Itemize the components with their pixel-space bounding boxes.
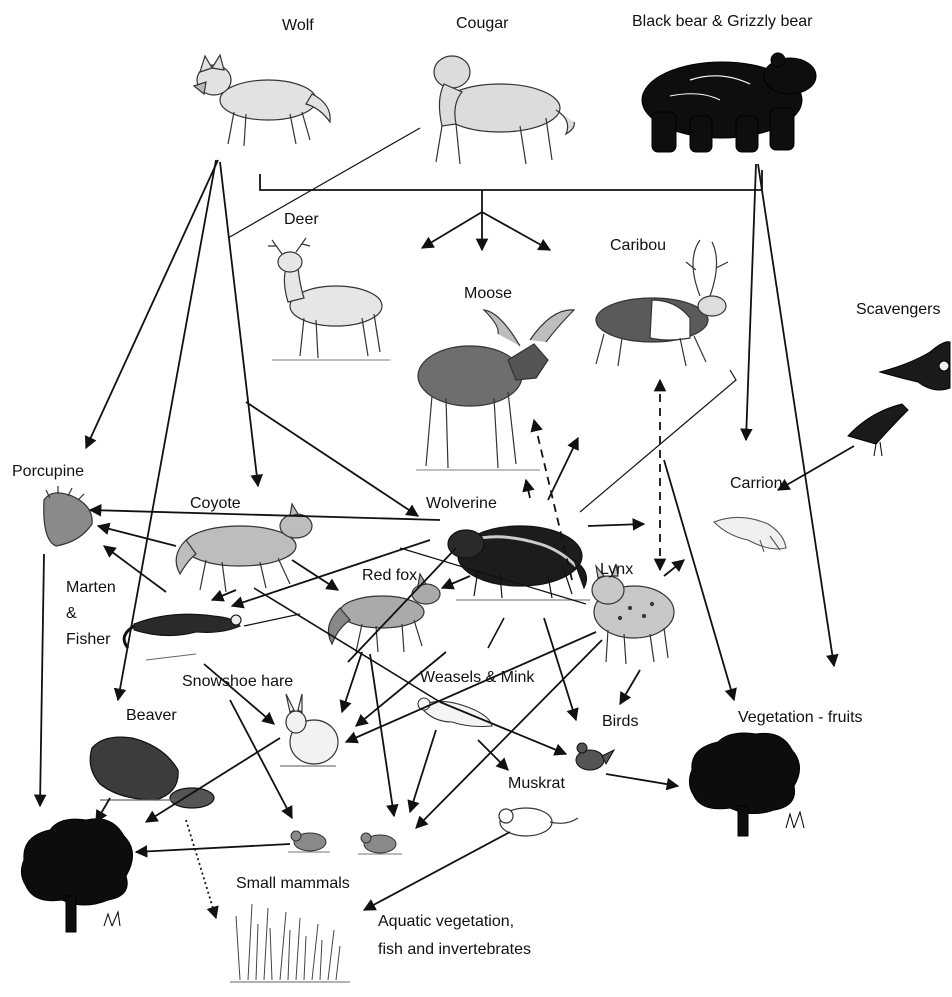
black-bear-illustration bbox=[642, 53, 816, 152]
label-wolf: Wolf bbox=[282, 16, 314, 35]
cougar-illustration bbox=[434, 56, 574, 164]
label-caribou: Caribou bbox=[610, 236, 666, 255]
label-vegetation-fruits: Vegetation - fruits bbox=[738, 708, 863, 727]
label-small-mammals: Small mammals bbox=[236, 874, 350, 893]
label-fisher: Fisher bbox=[66, 630, 110, 649]
label-lynx: Lynx bbox=[600, 560, 633, 579]
label-marten: Marten bbox=[66, 578, 116, 597]
label-aquatic-line1: Aquatic vegetation, bbox=[378, 912, 514, 931]
deer-illustration bbox=[268, 238, 390, 360]
small-mammal-illustration-1 bbox=[288, 831, 330, 852]
label-birds: Birds bbox=[602, 712, 638, 731]
muskrat-illustration bbox=[499, 808, 578, 836]
eagle-illustration bbox=[880, 342, 950, 390]
coyote-illustration bbox=[176, 504, 312, 592]
label-scavengers: Scavengers bbox=[856, 300, 941, 319]
label-moose: Moose bbox=[464, 284, 512, 303]
label-snowshoe-hare: Snowshoe hare bbox=[182, 672, 293, 691]
vegetation-tree-left bbox=[21, 819, 132, 932]
snowshoe-hare-illustration bbox=[280, 694, 338, 766]
red-fox-illustration bbox=[328, 574, 440, 652]
lynx-illustration bbox=[592, 564, 674, 664]
grouse-illustration bbox=[576, 743, 614, 770]
label-red-fox: Red fox bbox=[362, 566, 417, 585]
label-deer: Deer bbox=[284, 210, 319, 229]
raven-illustration bbox=[848, 404, 908, 456]
label-bears: Black bear & Grizzly bear bbox=[632, 12, 813, 31]
label-cougar: Cougar bbox=[456, 14, 508, 33]
carrion-illustration bbox=[714, 517, 786, 552]
marten-illustration bbox=[124, 614, 241, 660]
label-marten-and: & bbox=[66, 604, 77, 623]
beaver-illustration bbox=[90, 737, 214, 808]
label-weasels-mink: Weasels & Mink bbox=[420, 668, 534, 687]
label-wolverine: Wolverine bbox=[426, 494, 497, 513]
label-carrion: Carrion bbox=[730, 474, 782, 493]
wolf-illustration bbox=[194, 55, 330, 146]
weasel-illustration bbox=[418, 698, 492, 727]
label-beaver: Beaver bbox=[126, 706, 177, 725]
label-coyote: Coyote bbox=[190, 494, 241, 513]
small-mammal-illustration-2 bbox=[358, 833, 402, 854]
aquatic-vegetation-illustration bbox=[230, 904, 350, 982]
caribou-illustration bbox=[596, 240, 728, 366]
porcupine-illustration bbox=[44, 486, 92, 546]
label-muskrat: Muskrat bbox=[508, 774, 565, 793]
label-porcupine: Porcupine bbox=[12, 462, 84, 481]
moose-illustration bbox=[416, 310, 574, 470]
fruit-tree-right bbox=[689, 733, 804, 836]
label-aquatic-line2: fish and invertebrates bbox=[378, 940, 531, 959]
